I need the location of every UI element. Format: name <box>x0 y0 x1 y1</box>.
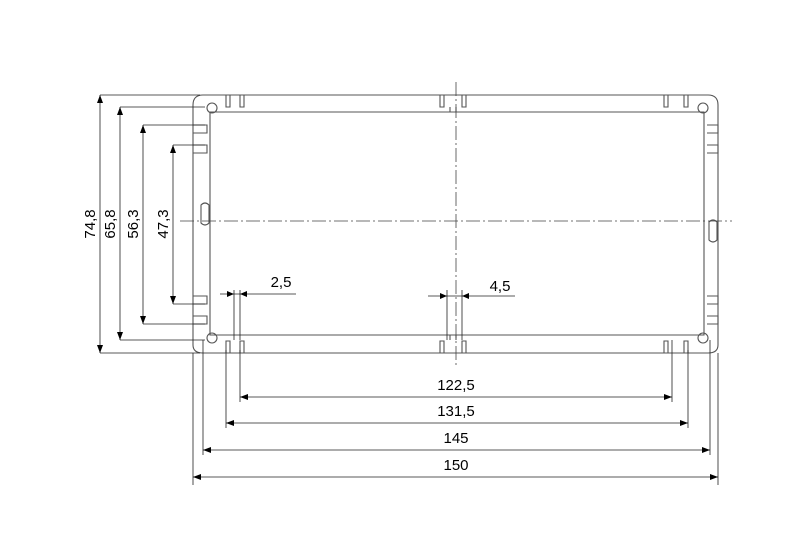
extension-lines <box>100 94 719 485</box>
centerlines <box>180 82 732 366</box>
dim-label-56-3: 56,3 <box>125 209 142 238</box>
horizontal-dimension-lines <box>193 394 718 480</box>
profile-outline <box>192 94 719 354</box>
dim-label-47-3: 47,3 <box>155 209 172 238</box>
dim-label-131-5: 131,5 <box>437 403 475 420</box>
dim-label-2-5: 2,5 <box>271 274 292 291</box>
vertical-dimension-lines <box>97 95 176 353</box>
dim-label-74-8: 74,8 <box>82 209 99 238</box>
dim-label-145: 145 <box>443 430 468 447</box>
dim-label-4-5: 4,5 <box>490 278 511 295</box>
dim-label-122-5: 122,5 <box>437 377 475 394</box>
dim-label-150: 150 <box>443 457 468 474</box>
dim-label-65-8: 65,8 <box>102 209 119 238</box>
detail-dimension-lines <box>220 290 515 340</box>
